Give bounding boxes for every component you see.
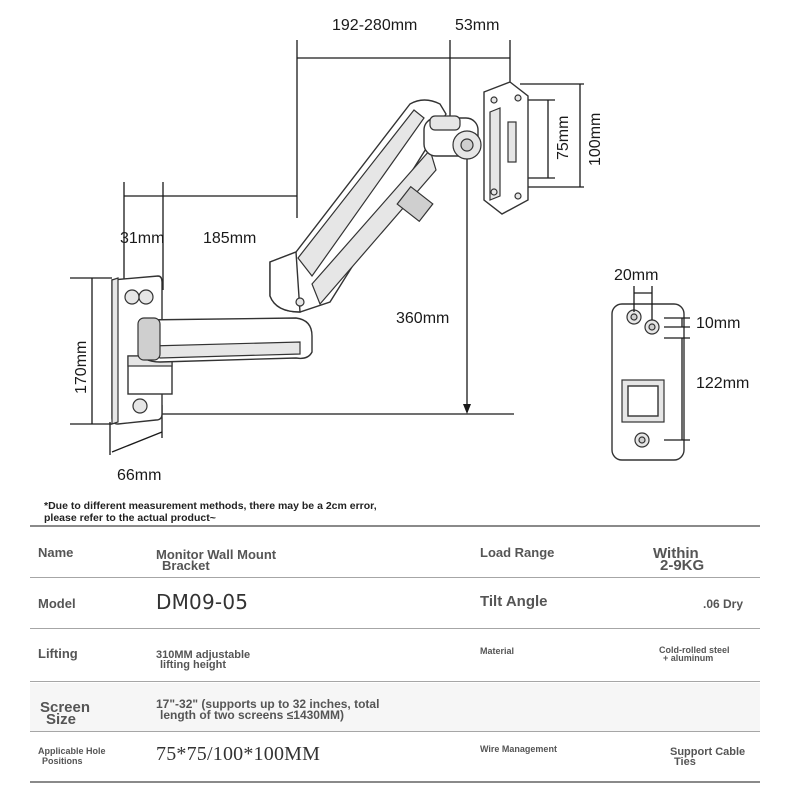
hole-positions-label-line1: Applicable Hole	[38, 746, 106, 756]
material-label: Material	[480, 646, 515, 656]
tilt-head	[423, 115, 482, 160]
table-rule	[30, 525, 760, 527]
table-rule	[30, 628, 760, 629]
dim-vesa-small: 75mm	[555, 116, 572, 160]
tilt-angle-value: .06 Dry	[703, 597, 744, 611]
hole-positions-value: 75*75/100*100MM	[156, 743, 321, 765]
dim-plate-height: 170mm	[73, 341, 90, 394]
lifting-value-line1: 310MM adjustable	[156, 649, 251, 661]
product-dimension-diagram: 192-280mm 53mm 75mm 100mm 31mm 185mm 360…	[70, 17, 749, 484]
dim-arm-reach: 185mm	[203, 230, 256, 247]
dim-hole-spacing-h: 20mm	[614, 267, 658, 284]
dim-hole-spacing-v: 10mm	[696, 315, 740, 332]
load-range-value-line1: Within	[653, 545, 699, 562]
dim-plate-depth: 66mm	[117, 467, 161, 484]
wire-management-label: Wire Management	[480, 744, 557, 754]
table-rule	[30, 781, 760, 783]
dim-vesa-large: 100mm	[587, 113, 604, 166]
model-label: Model	[38, 596, 76, 611]
lifting-value-line2: lifting height	[160, 659, 226, 671]
screen-size-value-line2: length of two screens ≤1430MM)	[160, 708, 344, 722]
row-background	[30, 683, 760, 731]
tilt-angle-label: Tilt Angle	[480, 593, 548, 610]
model-value: DM09-05	[156, 590, 249, 614]
screen-size-label-line2: Size	[46, 711, 77, 728]
name-value-line1: Monitor Wall Mount	[156, 547, 277, 562]
wall-plate-front-view	[611, 286, 690, 461]
dim-plate-hole-offset: 31mm	[120, 230, 164, 247]
wire-management-value-line1: Support Cable	[670, 746, 746, 758]
table-rule	[30, 577, 760, 578]
lower-arm	[137, 317, 313, 363]
dim-arm-extension: 192-280mm	[332, 17, 417, 34]
load-range-value-line2: 2-9KG	[660, 557, 705, 574]
screen-size-label-line1: Screen	[40, 699, 91, 716]
name-label: Name	[38, 545, 74, 560]
vesa-plate	[483, 81, 529, 215]
material-value-line1: Cold-rolled steel	[659, 645, 730, 655]
screen-size-value-line1: 17"-32" (supports up to 32 inches, total	[156, 697, 380, 711]
wire-management-value-line2: Ties	[674, 756, 696, 768]
material-value-line2: + aluminum	[663, 653, 714, 663]
dim-height-travel: 360mm	[396, 310, 449, 327]
dim-hole-span: 122mm	[696, 375, 749, 392]
table-rule	[30, 681, 760, 682]
hole-positions-label-line2: Positions	[42, 756, 83, 766]
measurement-note: *Due to different measurement methods, t…	[44, 500, 377, 524]
dim-head-offset: 53mm	[455, 17, 499, 34]
name-value-line2: Bracket	[162, 558, 210, 573]
gas-spring-arm	[269, 99, 447, 313]
dimension-lines	[70, 40, 584, 455]
lifting-label: Lifting	[38, 646, 78, 661]
table-rule	[30, 731, 760, 732]
load-range-label: Load Range	[480, 545, 555, 560]
